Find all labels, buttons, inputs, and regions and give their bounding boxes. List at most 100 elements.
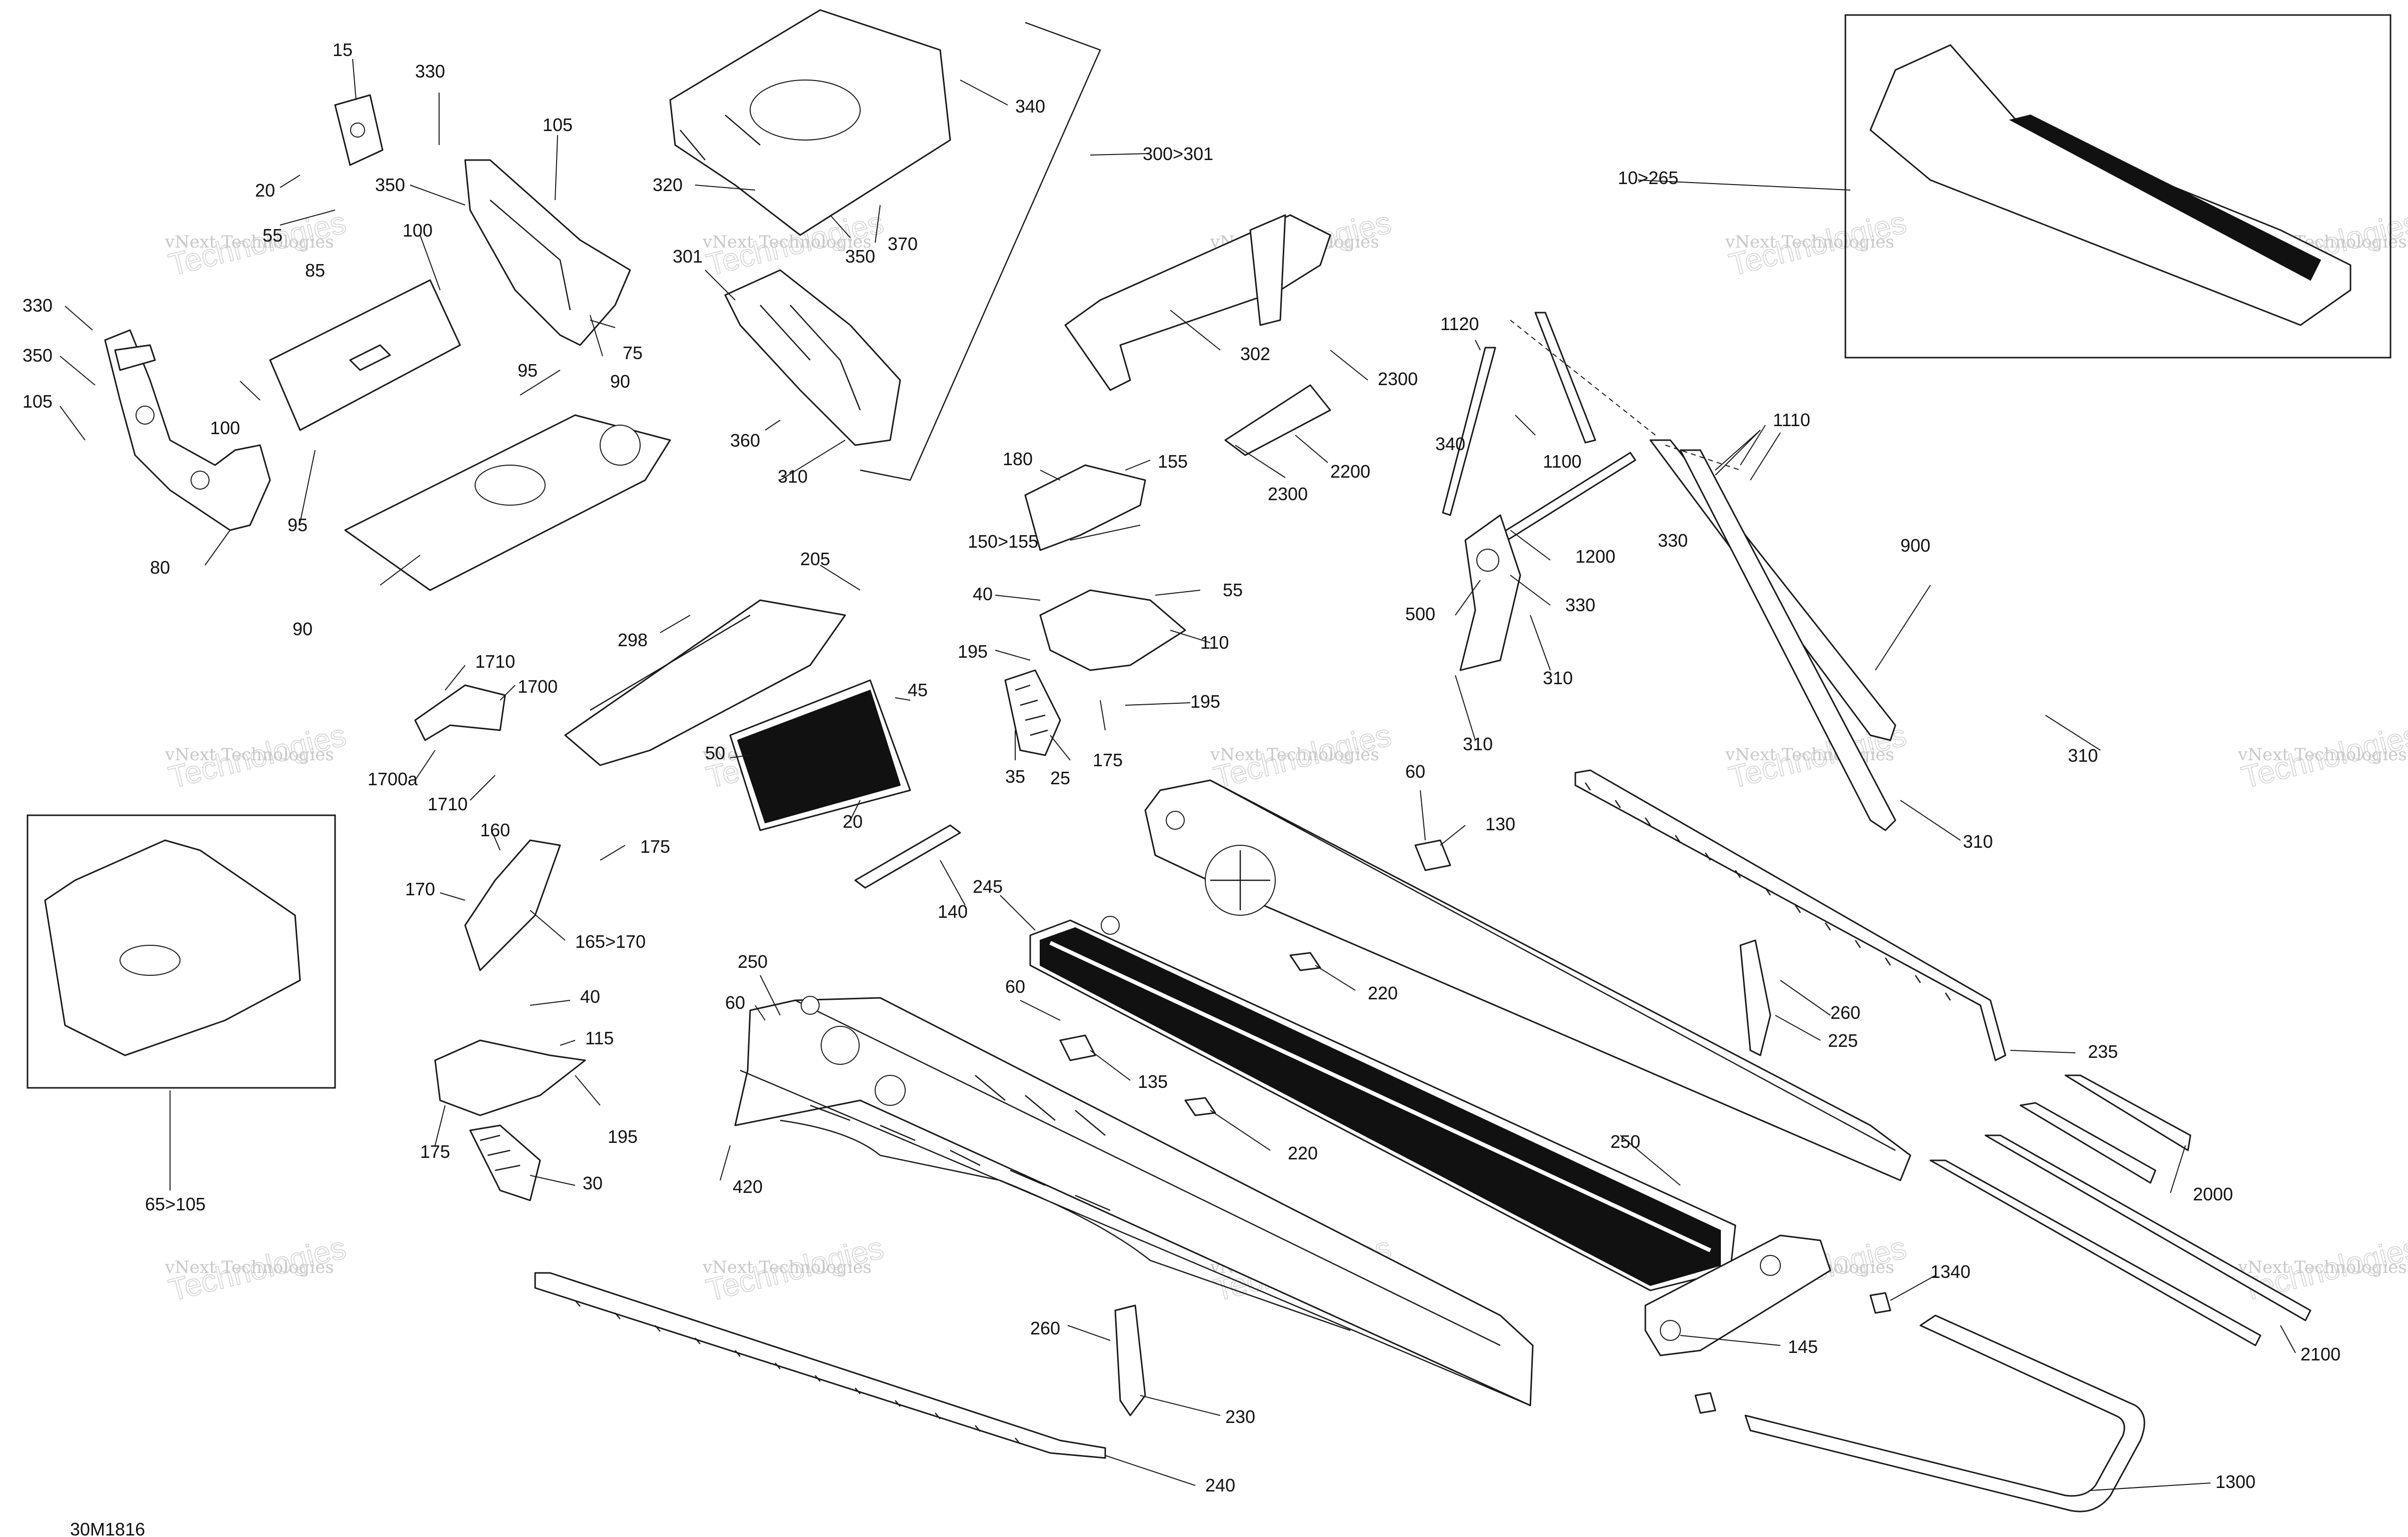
tunnel-rail-right <box>1574 769 2006 1061</box>
callout: 1200 <box>1575 546 1615 567</box>
callout: 250 <box>1610 1131 1640 1152</box>
callout: 1110 <box>1773 410 1810 430</box>
callout: 115 <box>585 1028 614 1048</box>
callout: 135 <box>1138 1071 1168 1092</box>
callout: 220 <box>1368 983 1398 1003</box>
plate-220 <box>1289 952 1321 971</box>
callout: 310 <box>2068 745 2098 766</box>
callout: 2200 <box>1330 461 1370 482</box>
bracket-165-170 <box>464 839 561 971</box>
footrest-25 <box>1004 669 1061 756</box>
callout: 30 <box>583 1173 603 1193</box>
watermark: vNext Technologies Technologies <box>1210 718 1395 796</box>
callout: 420 <box>733 1176 763 1197</box>
spindle-500 <box>1459 514 1521 671</box>
callout: 95 <box>288 515 308 535</box>
callout: 155 <box>1158 451 1188 472</box>
callout: 245 <box>973 876 1003 897</box>
footrest-plate <box>269 279 461 431</box>
callout: 55 <box>263 225 283 246</box>
bracket-110 <box>1039 589 1186 671</box>
callout: 10>265 <box>1618 168 1678 188</box>
callout: 175 <box>1093 750 1123 770</box>
support-1700 <box>414 684 506 741</box>
callout: 1100 <box>1543 451 1581 472</box>
callout: 1300 <box>2215 1471 2255 1492</box>
callout: 2300 <box>1268 484 1308 504</box>
callout: 260 <box>1830 1002 1860 1023</box>
tunnel-rail-left <box>534 1272 1106 1459</box>
console-298 <box>564 599 846 766</box>
callout: 60 <box>725 992 745 1013</box>
callout: 225 <box>1828 1030 1858 1051</box>
callout: 60 <box>1405 761 1425 782</box>
callout: 340 <box>1015 96 1045 117</box>
steering-support-302 <box>1064 214 1331 391</box>
callout: 330 <box>23 295 53 316</box>
watermark: vNext Technologies Technologies <box>1725 205 1910 283</box>
callout: 140 <box>938 901 968 922</box>
callout: 350 <box>23 345 53 366</box>
callout: 360 <box>730 430 760 451</box>
rod-1100 <box>1442 312 1596 516</box>
svg-text:vNext Technologies: vNext Technologies <box>165 1257 334 1277</box>
svg-text:Technologies: Technologies <box>1726 205 1910 283</box>
callout: 80 <box>150 557 170 578</box>
callout: 230 <box>1225 1406 1255 1427</box>
callout: 260 <box>1030 1318 1060 1338</box>
callout: 1340 <box>1930 1261 1970 1282</box>
callout: 900 <box>1900 535 1930 556</box>
callout: 100 <box>403 220 433 241</box>
callout: 1700a <box>368 769 418 789</box>
callout: 298 <box>618 630 648 650</box>
rear-endcap <box>1644 1234 1831 1356</box>
lower-frame-301 <box>724 269 901 446</box>
callout: 90 <box>610 371 630 392</box>
callout: 235 <box>2088 1041 2118 1062</box>
diagram-code: 30M1816 <box>70 1519 145 1537</box>
callout: 310 <box>1543 668 1573 688</box>
callout: 105 <box>543 115 573 135</box>
callout: 350 <box>845 246 875 267</box>
svg-text:vNext Technologies: vNext Technologies <box>702 1257 872 1277</box>
callout: 45 <box>908 680 928 700</box>
callout: 2300 <box>1378 369 1418 389</box>
inset-65-105 <box>27 814 336 1089</box>
front-loop-75 <box>464 159 631 346</box>
svg-text:vNext Technologies: vNext Technologies <box>1725 232 1894 252</box>
svg-text:vNext Technologies: vNext Technologies <box>1210 745 1379 765</box>
callout: 175 <box>640 836 670 857</box>
strip-2000 <box>2019 1074 2191 1184</box>
watermark: vNext Technologies Technologies <box>165 1230 350 1308</box>
callout: 175 <box>420 1141 450 1162</box>
callout: 301 <box>673 246 703 267</box>
callout: 85 <box>305 260 325 281</box>
bracket-15 <box>334 94 384 166</box>
callout: 160 <box>480 820 510 840</box>
callout: 250 <box>738 951 768 972</box>
inset-10-265 <box>1844 14 2391 359</box>
svg-text:vNext Technologies: vNext Technologies <box>2237 745 2407 765</box>
callout: 110 <box>1200 632 1229 653</box>
svg-text:vNext Technologies: vNext Technologies <box>165 232 334 252</box>
svg-text:vNext Technologies: vNext Technologies <box>1725 745 1894 765</box>
callouts: 15 20 55 330 350 105 100 85 330 350 105 … <box>23 40 2340 1495</box>
callout: 300>301 <box>1143 144 1213 164</box>
callout: 20 <box>843 811 863 832</box>
callout: 1710 <box>475 651 515 672</box>
plate-220 <box>1184 1097 1216 1116</box>
watermark: vNext Technologies Technologies <box>2237 718 2408 796</box>
heat-exchanger <box>1029 916 1736 1291</box>
rear-bumper <box>1744 1314 2145 1512</box>
bar-140 <box>854 824 961 889</box>
bracket-130 <box>1414 839 1451 871</box>
callout: 105 <box>23 391 53 412</box>
callout: 100 <box>210 418 240 438</box>
callout: 205 <box>800 549 830 569</box>
svg-text:vNext Technologies: vNext Technologies <box>702 232 872 252</box>
tunnel-left-panel <box>734 996 1534 1406</box>
callout: 40 <box>973 584 993 604</box>
callout: 370 <box>888 234 918 254</box>
callout: 2000 <box>2193 1184 2233 1204</box>
